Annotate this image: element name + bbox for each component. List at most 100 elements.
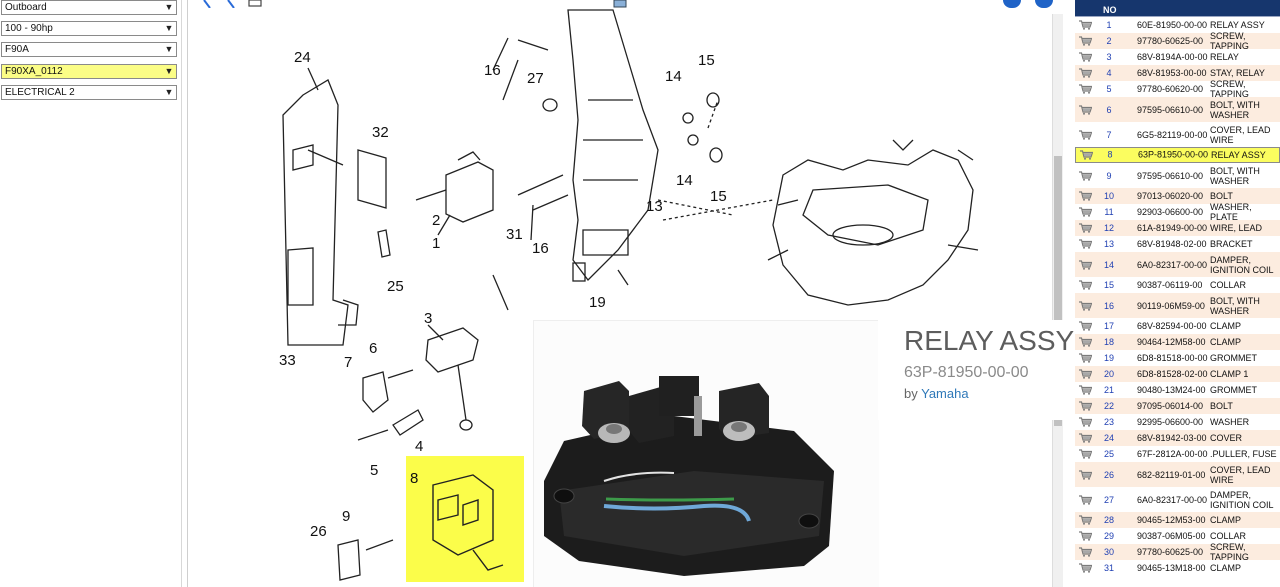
- cart-icon[interactable]: [1079, 433, 1092, 443]
- cart-icon[interactable]: [1079, 401, 1092, 411]
- callout-26[interactable]: 26: [310, 523, 327, 540]
- zoom-out-icon[interactable]: [226, 0, 240, 8]
- cart-icon[interactable]: [1079, 207, 1092, 217]
- cart-icon[interactable]: [1079, 84, 1092, 94]
- cart-icon[interactable]: [1079, 191, 1092, 201]
- callout-33[interactable]: 33: [279, 352, 296, 369]
- cart-icon[interactable]: [1079, 170, 1092, 181]
- callout-13[interactable]: 13: [646, 198, 663, 215]
- ref-number[interactable]: 12: [1103, 223, 1114, 233]
- cart-icon[interactable]: [1079, 469, 1092, 480]
- ref-number[interactable]: 30: [1103, 547, 1114, 557]
- ref-number[interactable]: 21: [1103, 385, 1114, 395]
- cart-icon[interactable]: [1079, 494, 1092, 505]
- brand-link[interactable]: Yamaha: [921, 386, 969, 401]
- cart-icon[interactable]: [1079, 129, 1092, 140]
- callout-3[interactable]: 3: [424, 310, 433, 327]
- select-product-type[interactable]: Outboard ▼: [1, 0, 177, 15]
- print-icon[interactable]: [613, 0, 627, 8]
- cart-icon[interactable]: [1079, 300, 1092, 311]
- zoom-in-icon[interactable]: [202, 0, 216, 8]
- ref-number[interactable]: 13: [1103, 239, 1114, 249]
- callout-16b[interactable]: 16: [532, 240, 549, 257]
- callout-16[interactable]: 16: [484, 62, 501, 79]
- ref-number[interactable]: 24: [1103, 433, 1114, 443]
- ref-number[interactable]: 19: [1103, 353, 1114, 363]
- cart-icon[interactable]: [1079, 104, 1092, 115]
- ref-number[interactable]: 8: [1107, 149, 1113, 160]
- callout-7[interactable]: 7: [344, 354, 353, 371]
- callout-2[interactable]: 2: [432, 212, 441, 229]
- ref-number[interactable]: 7: [1106, 129, 1112, 140]
- ref-number[interactable]: 17: [1103, 321, 1114, 331]
- callout-32[interactable]: 32: [372, 124, 389, 141]
- cart-icon[interactable]: [1079, 52, 1092, 62]
- select-horsepower[interactable]: 100 - 90hp ▼: [1, 21, 177, 36]
- ref-number[interactable]: 23: [1103, 417, 1114, 427]
- ref-number[interactable]: 29: [1103, 531, 1114, 541]
- cart-icon[interactable]: [1079, 280, 1092, 290]
- ref-number[interactable]: 16: [1103, 300, 1114, 311]
- diagram-scrollbar[interactable]: [1052, 14, 1063, 587]
- callout-14b[interactable]: 14: [676, 172, 693, 189]
- ref-number[interactable]: 11: [1104, 207, 1114, 217]
- callout-6[interactable]: 6: [369, 340, 378, 357]
- ref-number[interactable]: 22: [1103, 401, 1114, 411]
- ref-number[interactable]: 6: [1106, 104, 1112, 115]
- cart-icon[interactable]: [1079, 449, 1092, 459]
- callout-31[interactable]: 31: [506, 226, 523, 243]
- ref-number[interactable]: 10: [1103, 191, 1114, 201]
- ref-number[interactable]: 27: [1103, 494, 1114, 505]
- cart-icon[interactable]: [1080, 150, 1093, 160]
- ref-number[interactable]: 25: [1103, 449, 1114, 459]
- callout-15[interactable]: 15: [698, 52, 715, 69]
- cart-icon[interactable]: [1079, 385, 1092, 395]
- cart-icon[interactable]: [1079, 369, 1092, 379]
- cart-icon[interactable]: [1079, 417, 1092, 427]
- callout-14[interactable]: 14: [665, 68, 682, 85]
- help-icon[interactable]: [1035, 0, 1053, 8]
- callout-8[interactable]: 8: [410, 470, 419, 487]
- ref-number[interactable]: 5: [1106, 84, 1112, 94]
- callout-9[interactable]: 9: [342, 508, 351, 525]
- callout-19[interactable]: 19: [589, 294, 606, 311]
- callout-25[interactable]: 25: [387, 278, 404, 295]
- cart-icon[interactable]: [1079, 353, 1092, 363]
- ref-number[interactable]: 14: [1103, 259, 1114, 270]
- scrollbar-thumb[interactable]: [1054, 156, 1062, 426]
- ref-number[interactable]: 28: [1103, 515, 1114, 525]
- ref-number[interactable]: 2: [1106, 36, 1112, 46]
- cart-icon[interactable]: [1079, 515, 1092, 525]
- cart-icon[interactable]: [1079, 321, 1092, 331]
- callout-27[interactable]: 27: [527, 70, 544, 87]
- callout-1[interactable]: 1: [432, 235, 441, 252]
- ref-number[interactable]: 9: [1106, 170, 1112, 181]
- ref-number[interactable]: 31: [1103, 563, 1114, 573]
- zoom-fit-icon[interactable]: [248, 0, 262, 8]
- callout-15b[interactable]: 15: [710, 188, 727, 205]
